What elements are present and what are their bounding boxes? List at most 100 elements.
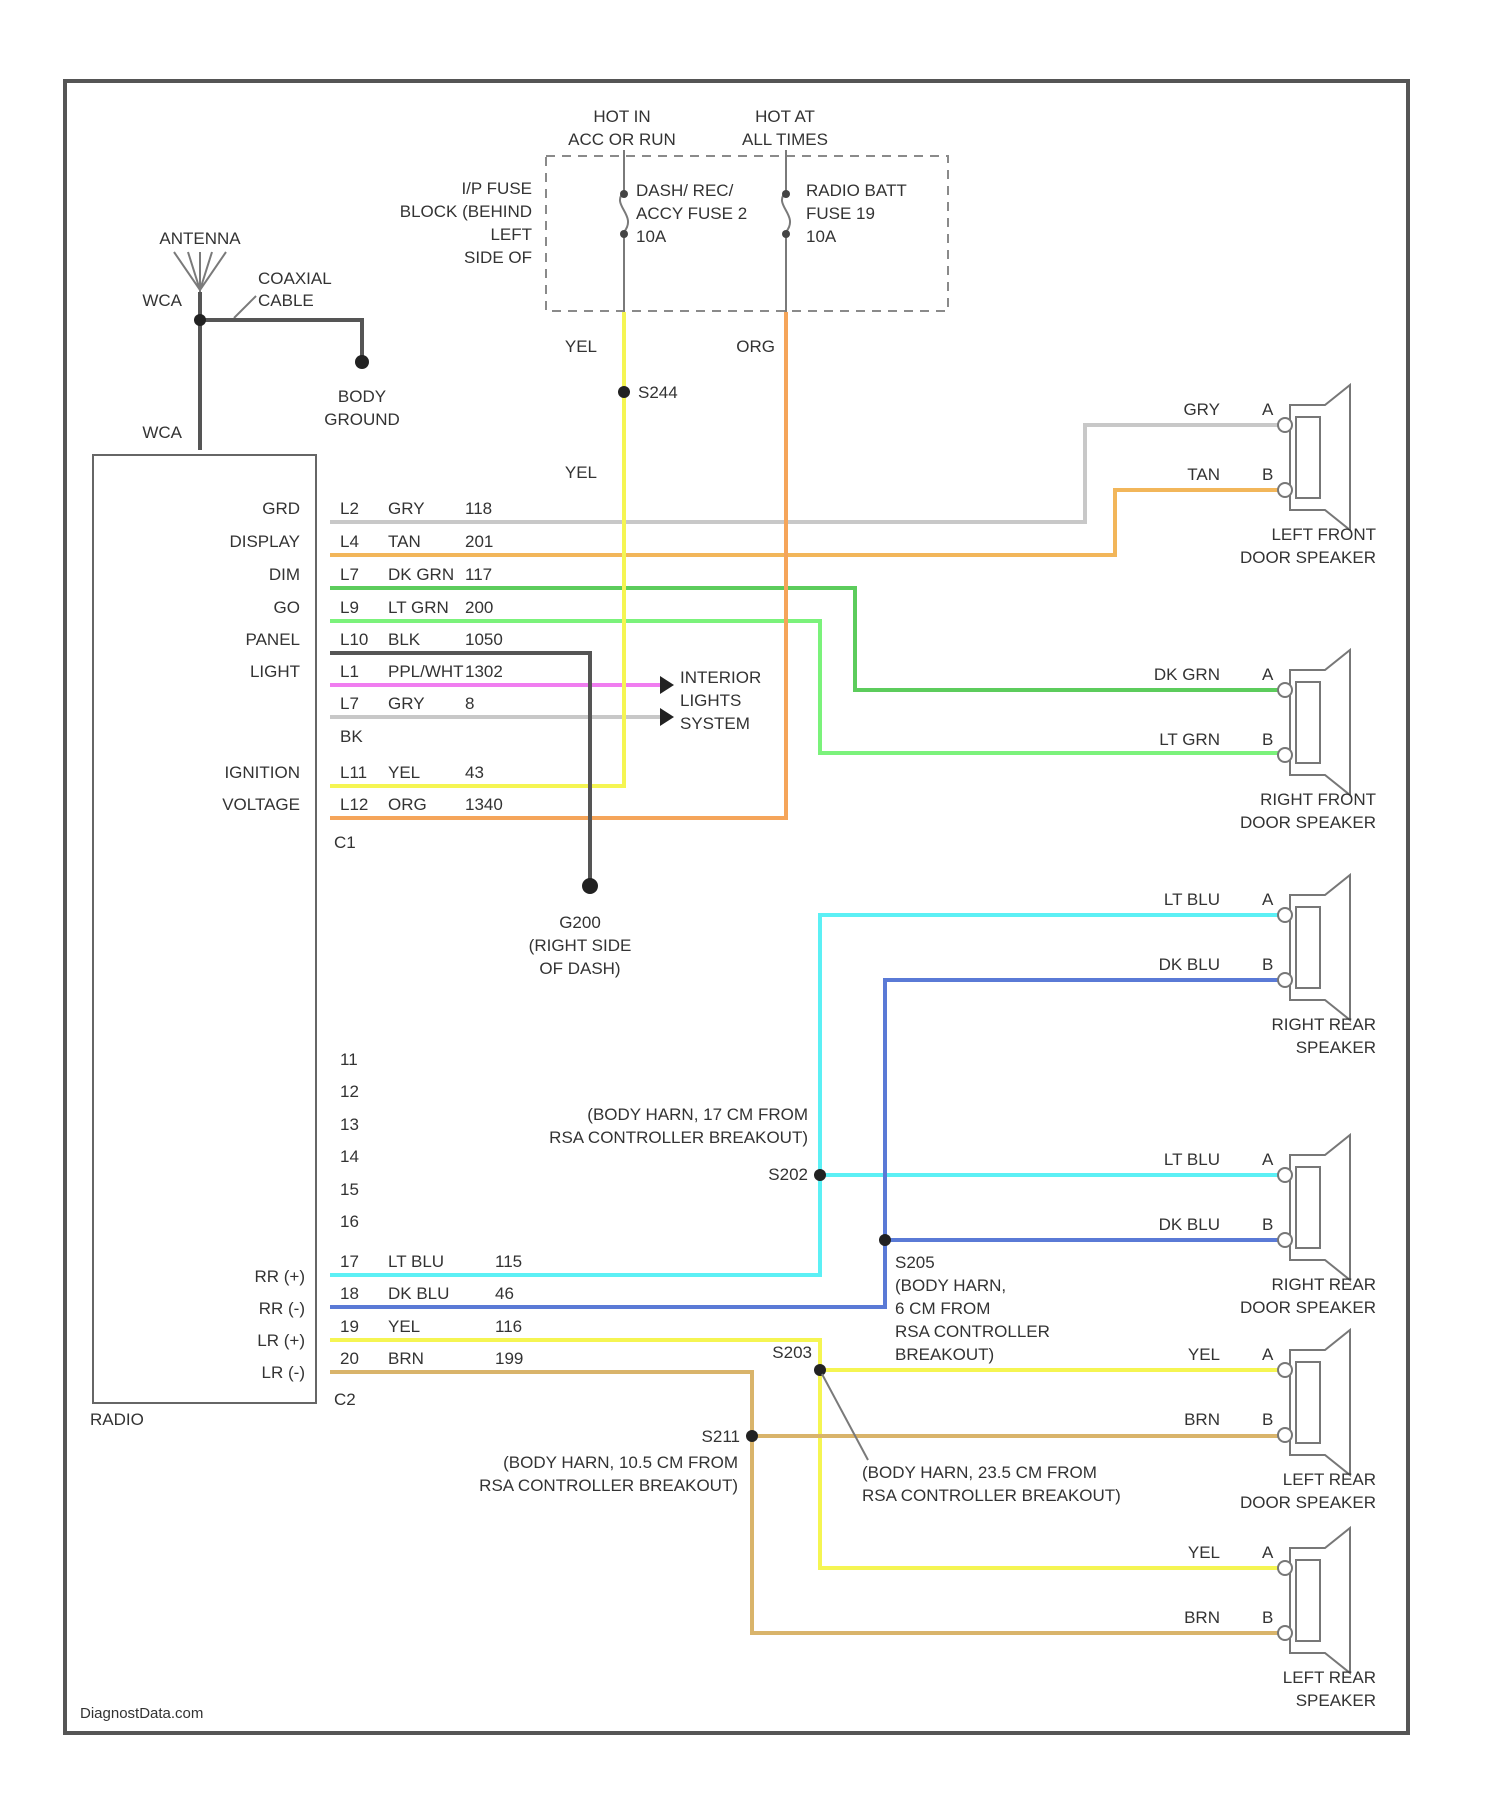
c2-circuit-number: 46 — [495, 1284, 514, 1303]
c1-pin-number: L4 — [340, 532, 359, 551]
speaker-terminal-b — [1278, 1428, 1292, 1442]
connector-c1-label: C1 — [334, 833, 356, 852]
g200-label-3: OF DASH) — [539, 959, 620, 978]
speaker-wire-a-color: LT BLU — [1164, 890, 1220, 909]
c1-wire-color: ORG — [388, 795, 427, 814]
radio-pin-label: GO — [274, 598, 300, 617]
fuse-acc-dot-bottom — [620, 230, 628, 238]
s202-id: S202 — [768, 1165, 808, 1184]
speaker-terminal-b — [1278, 1626, 1292, 1640]
c2-pin-number: 20 — [340, 1349, 359, 1368]
terminal-b-label: B — [1262, 1608, 1273, 1627]
antenna-splice-dot — [194, 314, 206, 326]
radio-rear-label: LR (-) — [262, 1363, 305, 1382]
c1-wire-color: TAN — [388, 532, 421, 551]
c1-pin-number: L7 — [340, 694, 359, 713]
arrow-interior-2 — [660, 708, 674, 726]
interior-label-1: INTERIOR — [680, 668, 761, 687]
fuse-batt-dot-top — [782, 190, 790, 198]
radio-pin-label: DIM — [269, 565, 300, 584]
interior-label-3: SYSTEM — [680, 714, 750, 733]
speaker-wire-b-color: TAN — [1187, 465, 1220, 484]
c2-wire-color: YEL — [388, 1317, 420, 1336]
c1-wire-color: GRY — [388, 694, 425, 713]
s205-id: S205 — [895, 1253, 935, 1272]
c1-pin-number: L10 — [340, 630, 368, 649]
c2-circuit-number: 115 — [495, 1252, 522, 1271]
fuse-acc-label-1: DASH/ REC/ — [636, 181, 734, 200]
c1-wire-color: PPL/WHT — [388, 662, 464, 681]
terminal-a-label: A — [1262, 890, 1274, 909]
speaker-wire-a-color: YEL — [1188, 1345, 1220, 1364]
c1-pin-number: L2 — [340, 499, 359, 518]
c1-pin-number: L12 — [340, 795, 368, 814]
radio-pin-label: PANEL — [246, 630, 301, 649]
speaker: ABYELBRNLEFT REARDOOR SPEAKER — [1184, 1330, 1376, 1512]
splice-s203-dot — [814, 1364, 826, 1376]
s202-note-2: RSA CONTROLLER BREAKOUT) — [549, 1128, 808, 1147]
c2-pin-number: 12 — [340, 1082, 359, 1101]
s202-note-1: (BODY HARN, 17 CM FROM — [587, 1105, 808, 1124]
speaker-wire-a-color: GRY — [1183, 400, 1220, 419]
speaker-terminal-a — [1278, 1168, 1292, 1182]
speaker-name: LEFT REAR — [1283, 1470, 1376, 1489]
wire-ltblu-rr — [330, 915, 1280, 1275]
speaker-terminal-a — [1278, 908, 1292, 922]
arrow-interior-1 — [660, 676, 674, 694]
speaker-icon — [1290, 1135, 1350, 1280]
s205-note-1: (BODY HARN, — [895, 1276, 1006, 1295]
antenna-label: ANTENNA — [159, 229, 241, 248]
c2-circuit-number: 116 — [495, 1317, 522, 1336]
hot-all-label-1: HOT AT — [755, 107, 815, 126]
c2-pin-number: 11 — [340, 1050, 358, 1069]
footer-watermark: DiagnostData.com — [80, 1705, 203, 1722]
wca-bottom-label: WCA — [142, 423, 182, 442]
s205-note-3: RSA CONTROLLER — [895, 1322, 1050, 1341]
speaker-terminal-a — [1278, 1561, 1292, 1575]
s211-id: S211 — [702, 1427, 740, 1446]
speaker-wire-b-color: DK BLU — [1159, 955, 1220, 974]
c1-circuit-number: 1340 — [465, 795, 503, 814]
terminal-b-label: B — [1262, 955, 1273, 974]
speaker-terminal-a — [1278, 1363, 1292, 1377]
speaker-icon — [1290, 650, 1350, 795]
radio-label: RADIO — [90, 1410, 144, 1429]
coax-pointer — [234, 296, 256, 318]
terminal-b-label: B — [1262, 1215, 1273, 1234]
wire-yel-lr — [330, 1340, 1280, 1568]
speaker-name: LEFT FRONT — [1271, 525, 1376, 544]
c2-wire-color: DK BLU — [388, 1284, 449, 1303]
c2-pin-number: 17 — [340, 1252, 359, 1271]
fuse-block-label-1: I/P FUSE — [461, 179, 532, 198]
s211-note-2: RSA CONTROLLER BREAKOUT) — [479, 1476, 738, 1495]
c2-pin-number: 15 — [340, 1180, 359, 1199]
speaker-wire-b-color: BRN — [1184, 1608, 1220, 1627]
terminal-a-label: A — [1262, 665, 1274, 684]
radio-rear-label: RR (+) — [254, 1267, 305, 1286]
splice-s202-dot — [814, 1169, 826, 1181]
s203-note-2: RSA CONTROLLER BREAKOUT) — [862, 1486, 1121, 1505]
fuse-block-label-2: BLOCK (BEHIND — [400, 202, 532, 221]
speaker-terminal-b — [1278, 748, 1292, 762]
hot-all-label-2: ALL TIMES — [742, 130, 828, 149]
speaker-name: DOOR SPEAKER — [1240, 813, 1376, 832]
hot-acc-label-1: HOT IN — [593, 107, 650, 126]
terminal-a-label: A — [1262, 1543, 1274, 1562]
radio-rear-label: RR (-) — [259, 1299, 305, 1318]
g200-label-2: (RIGHT SIDE — [529, 936, 632, 955]
terminal-a-label: A — [1262, 1150, 1274, 1169]
terminal-b-label: B — [1262, 730, 1273, 749]
speaker-terminal-a — [1278, 683, 1292, 697]
wire-label-yel-mid: YEL — [565, 463, 597, 482]
speaker: ABDK GRNLT GRNRIGHT FRONTDOOR SPEAKER — [1154, 650, 1376, 832]
speaker-wire-a-color: DK GRN — [1154, 665, 1220, 684]
speaker-name: DOOR SPEAKER — [1240, 548, 1376, 567]
s203-pointer — [822, 1374, 868, 1460]
c1-pin-number: L7 — [340, 565, 359, 584]
coax-label-2: CABLE — [258, 291, 314, 310]
speaker-terminal-b — [1278, 973, 1292, 987]
